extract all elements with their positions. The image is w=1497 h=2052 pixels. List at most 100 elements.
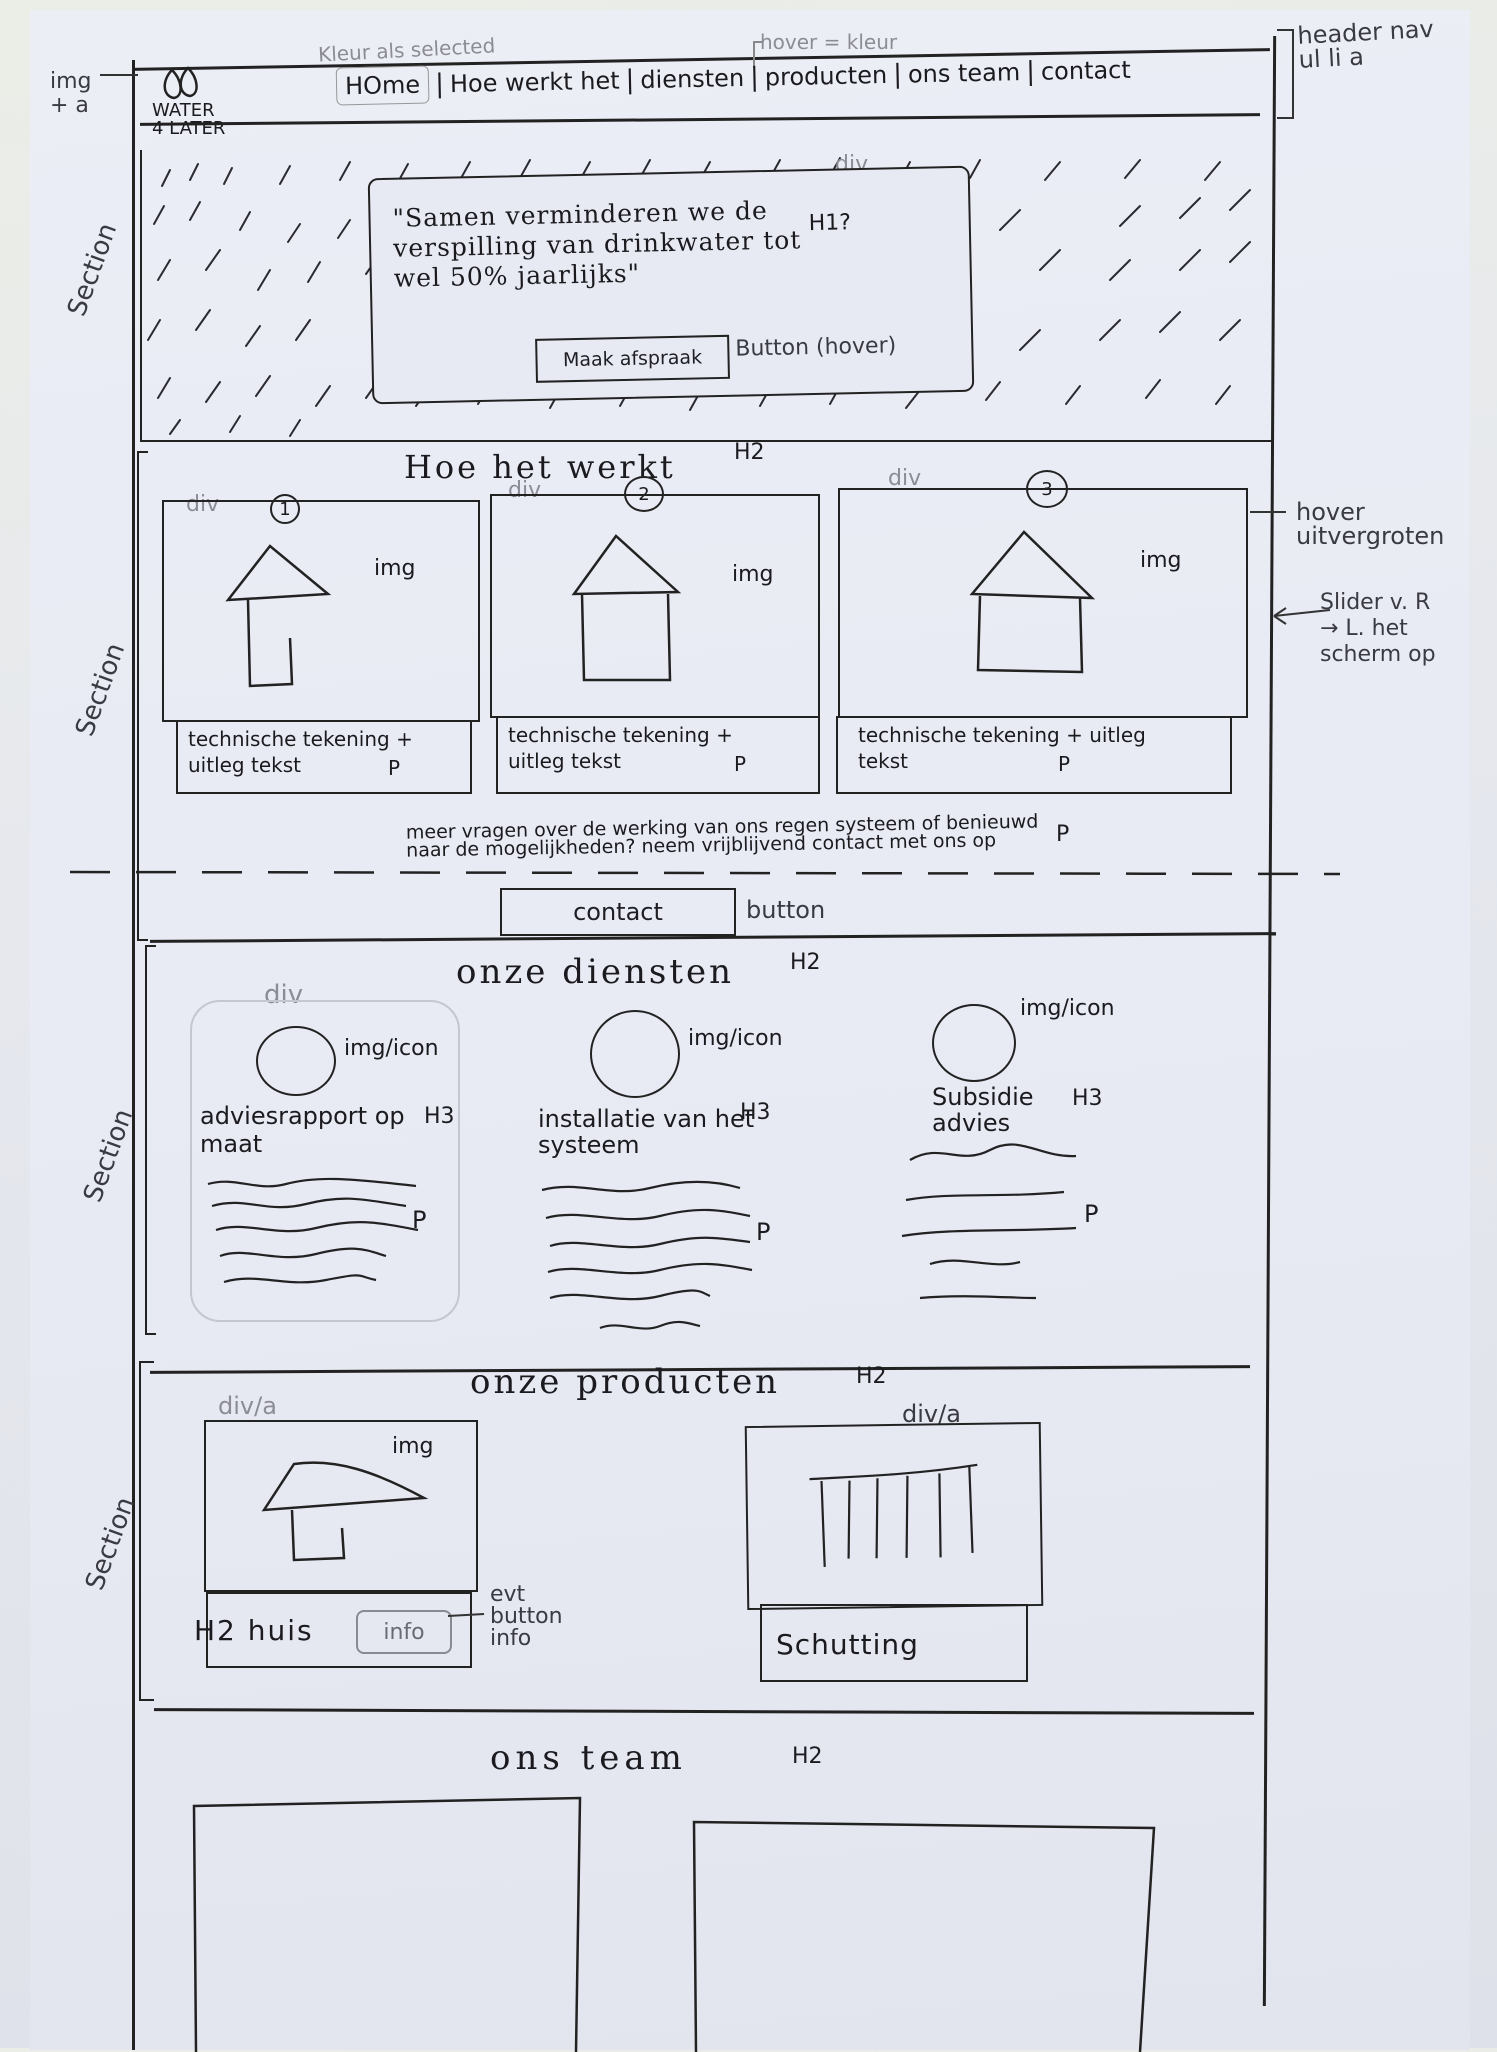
hero-frame bbox=[140, 150, 1274, 442]
products-title-h2: onze producten bbox=[470, 1362, 781, 1402]
nav-contact[interactable]: contact bbox=[1040, 55, 1132, 86]
how-card-caption-box: technische tekening + uitleg tekst P bbox=[176, 720, 472, 794]
nav-ons-team[interactable]: ons team bbox=[907, 58, 1021, 89]
annotation-p: P bbox=[412, 1206, 427, 1234]
annotation-button: button bbox=[746, 896, 826, 924]
product-label: Schutting bbox=[776, 1628, 919, 1661]
annotation-button-hover: Button (hover) bbox=[735, 333, 897, 362]
section-bracket-icon bbox=[139, 1361, 154, 1701]
logo-line-1: WATER bbox=[152, 100, 215, 121]
info-button[interactable]: info bbox=[356, 1610, 452, 1654]
annotation-div-a: div/a bbox=[902, 1400, 961, 1428]
annotation-p: P bbox=[1084, 1200, 1099, 1228]
service-title-h3: installatie van het systeem bbox=[538, 1105, 755, 1159]
nav-separator: | bbox=[625, 65, 635, 96]
fence-drawing-icon bbox=[809, 1463, 978, 1568]
nav-home[interactable]: HOme bbox=[335, 65, 430, 106]
annotation-arrow-icon bbox=[1250, 511, 1286, 513]
product-image-frame: img bbox=[204, 1420, 478, 1592]
annotation-hover-kleur: hover = kleur bbox=[760, 30, 898, 54]
annotation-img: img bbox=[392, 1434, 434, 1459]
how-card-caption-box: technische tekening + uitleg tekst P bbox=[836, 716, 1232, 794]
annotation-arrow-icon bbox=[447, 1613, 485, 1617]
how-card-caption-box: technische tekening + uitleg tekst P bbox=[496, 716, 820, 794]
annotation-h1: H1? bbox=[808, 210, 852, 237]
nav-separator: | bbox=[749, 62, 760, 93]
house-drawing-icon bbox=[571, 534, 682, 682]
annotation-h2: H2 bbox=[792, 1744, 823, 1769]
bracket-icon bbox=[753, 41, 762, 68]
hero-card: "Samen verminderen we de verspilling van… bbox=[367, 165, 975, 405]
annotation-h3: H3 bbox=[1072, 1086, 1103, 1111]
annotation-img-icon: img/icon bbox=[344, 1036, 439, 1061]
house-drawing-icon bbox=[261, 1461, 429, 1562]
nav-producten[interactable]: producten bbox=[764, 60, 888, 92]
annotation-p: P bbox=[1058, 752, 1071, 776]
water-drop-logo-icon bbox=[163, 66, 198, 100]
how-card-image-frame: img bbox=[838, 488, 1248, 718]
paragraph-squiggle-icon bbox=[541, 1180, 753, 1330]
annotation-p: P bbox=[388, 756, 401, 780]
maak-afspraak-button[interactable]: Maak afspraak bbox=[535, 334, 730, 383]
annotation-div: div bbox=[264, 980, 304, 1010]
annotation-img: img bbox=[374, 556, 416, 581]
service-title-h3: adviesrapport op maat bbox=[200, 1102, 405, 1158]
annotation-img-icon: img/icon bbox=[688, 1026, 783, 1051]
annotation-div-a: div/a bbox=[218, 1392, 277, 1420]
service-icon bbox=[590, 1010, 680, 1098]
product-label-box: H2 huis info bbox=[194, 1592, 472, 1668]
nav-separator: | bbox=[434, 69, 445, 100]
nav-separator: | bbox=[1025, 56, 1036, 88]
annotation-div: div bbox=[888, 466, 922, 491]
services-title-h2: onze diensten bbox=[456, 952, 734, 992]
annotation-div: div bbox=[508, 478, 542, 503]
annotation-h2: H2 bbox=[790, 950, 821, 975]
annotation-h3: H3 bbox=[740, 1100, 771, 1125]
service-icon bbox=[932, 1004, 1016, 1082]
logo[interactable]: WATER 4 LATER bbox=[150, 66, 250, 146]
annotation-img-a: img + a bbox=[50, 69, 92, 118]
annotation-p: P bbox=[756, 1218, 771, 1246]
annotation-h2: H2 bbox=[734, 440, 765, 465]
annotation-h2: H2 bbox=[856, 1364, 887, 1389]
annotation-p: P bbox=[734, 752, 747, 776]
product-label: H2 huis bbox=[194, 1614, 314, 1647]
nav-separator: | bbox=[892, 59, 903, 90]
team-title-h2: ons team bbox=[490, 1738, 687, 1778]
annotation-img: img bbox=[1140, 548, 1182, 573]
house-drawing-icon bbox=[225, 544, 332, 688]
step-number-badge: 1 bbox=[270, 494, 300, 524]
service-icon bbox=[256, 1026, 336, 1096]
paragraph-squiggle-icon bbox=[207, 1177, 419, 1284]
annotation-p: P bbox=[1056, 822, 1070, 847]
how-title-h2: Hoe het werkt bbox=[404, 448, 676, 486]
section-bracket-icon bbox=[145, 945, 156, 1335]
frame-left-border bbox=[132, 60, 135, 2050]
annotation-hover-uitvergroten: hover uitvergroten bbox=[1296, 498, 1445, 550]
service-title-h3: Subsidie advies bbox=[932, 1083, 1034, 1137]
bracket-icon bbox=[1277, 29, 1294, 119]
annotation-header-nav: header nav ul li a bbox=[1296, 14, 1435, 74]
hero-quote-h1: "Samen verminderen we de verspilling van… bbox=[392, 195, 802, 293]
annotation-img: img bbox=[732, 562, 774, 587]
annotation-div: div bbox=[186, 492, 220, 517]
annotation-arrow-icon bbox=[1273, 607, 1331, 625]
section-bracket-icon bbox=[137, 451, 148, 941]
how-card-image-frame: img bbox=[490, 494, 820, 718]
fold-dashed-line bbox=[69, 870, 1341, 876]
team-card-outlines-icon bbox=[192, 1796, 1156, 2052]
hero-background-rain-icon bbox=[147, 157, 1251, 437]
how-card-caption: technische tekening + uitleg tekst bbox=[508, 723, 733, 773]
nav-hoe-werkt-het[interactable]: Hoe werkt het bbox=[449, 66, 620, 99]
product-label-box: Schutting bbox=[760, 1604, 1028, 1682]
how-card-caption: technische tekening + uitleg tekst bbox=[858, 723, 1146, 773]
annotation-slider: Slider v. R → L. het scherm op bbox=[1320, 590, 1436, 667]
annotation-img-icon: img/icon bbox=[1020, 996, 1115, 1021]
how-card-caption: technische tekening + uitleg tekst bbox=[188, 727, 413, 777]
nav-diensten[interactable]: diensten bbox=[640, 63, 745, 95]
product-image-frame bbox=[744, 1421, 1044, 1611]
house-drawing-icon bbox=[969, 530, 1096, 674]
annotation-evt-button: evt button info bbox=[490, 1582, 563, 1651]
annotation-h3: H3 bbox=[424, 1104, 455, 1129]
contact-button[interactable]: contact bbox=[500, 888, 736, 936]
